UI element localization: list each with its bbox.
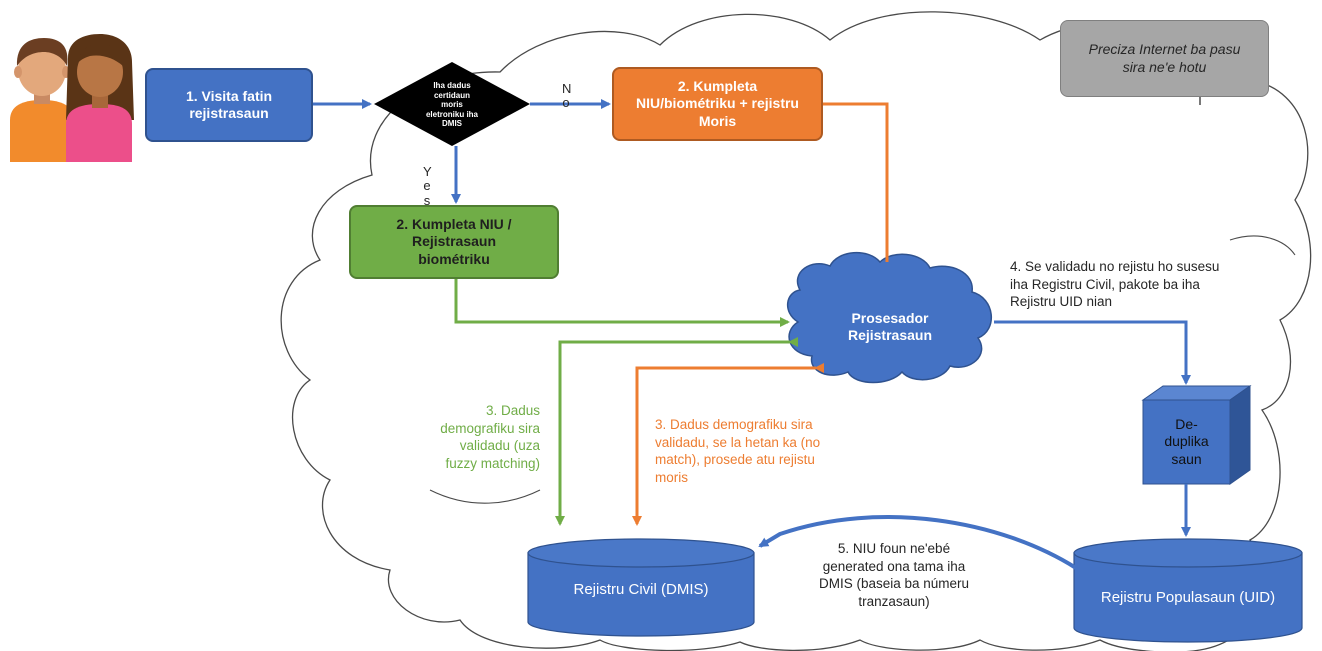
visit-box: 1. Visita fatin rejistrasaun xyxy=(145,68,313,142)
internet-note-box: Preciza Internet ba pasu sira ne'e hotu xyxy=(1060,20,1269,97)
step4-text: 4. Se validadu no rejistu ho susesu iha … xyxy=(1010,259,1220,310)
arrow-processor-to-dedup xyxy=(994,320,1191,385)
civil-db-label-wrap: Rejistru Civil (DMIS) xyxy=(528,570,754,610)
processor-label: Prosesador Rejistrasaun xyxy=(847,309,933,344)
step3-orange-annotation: 3. Dadus demografiku sira validadu, se l… xyxy=(655,416,840,486)
people-icon xyxy=(10,34,134,162)
civil-db-top xyxy=(527,538,755,568)
population-db-label-wrap: Rejistru Populasaun (UID) xyxy=(1074,570,1302,626)
civil-db-label: Rejistru Civil (DMIS) xyxy=(573,580,709,598)
population-db-body xyxy=(1073,552,1303,643)
arrow-population-to-civil xyxy=(758,515,1078,570)
cloud-inner-curve-2 xyxy=(1229,235,1296,256)
complete-orange-box: 2. Kumpleta NIU/biométriku + rejistru Mo… xyxy=(612,67,823,141)
step3-green-annotation: 3. Dadus demografiku sira validadu (uza … xyxy=(440,402,540,472)
internet-note-label: Preciza Internet ba pasu sira ne'e hotu xyxy=(1088,41,1241,75)
visit-label: 1. Visita fatin rejistrasaun xyxy=(185,87,273,122)
cloud-inner-curve-1 xyxy=(429,489,541,504)
dedup-cube-side xyxy=(1229,385,1251,485)
complete-orange-label: 2. Kumpleta NIU/biométriku + rejistru Mo… xyxy=(636,77,799,129)
branch-yes-text: Y e s xyxy=(423,164,432,208)
branch-yes-label: Y e s xyxy=(423,164,437,208)
processor-cloud-shape xyxy=(787,251,993,384)
complete-green-label: 2. Kumpleta NIU / Rejistrasaun biométrik… xyxy=(396,215,512,267)
population-db-label: Rejistru Populasaun (UID) xyxy=(1100,588,1276,606)
complete-green-box: 2. Kumpleta NIU / Rejistrasaun biométrik… xyxy=(349,205,559,279)
dedup-cube-front xyxy=(1142,399,1231,485)
branch-no-label: N o xyxy=(562,81,576,111)
step3-orange-text: 3. Dadus demografiku sira validadu, se l… xyxy=(655,417,821,485)
civil-db-body xyxy=(527,552,755,637)
arrow-civil-green-validation xyxy=(555,337,798,526)
arrow-civil-orange-validation xyxy=(632,363,824,526)
internet-cloud-outline xyxy=(280,11,1312,651)
step5-text: 5. NIU foun ne'ebé generated ona tama ih… xyxy=(818,541,970,609)
population-db-top xyxy=(1073,538,1303,568)
step4-annotation: 4. Se validadu no rejistu ho susesu iha … xyxy=(1010,258,1230,311)
connector-orange-to-processor xyxy=(823,102,889,262)
dedup-label: De-duplika saun xyxy=(1164,415,1209,467)
decision-diamond-shape xyxy=(374,62,530,146)
decision-label-wrap: Iha dadus certidaun moris eletroniku iha… xyxy=(405,70,499,140)
branch-no-text: N o xyxy=(562,81,572,111)
step5-annotation: 5. NIU foun ne'ebé generated ona tama ih… xyxy=(808,540,980,610)
step3-green-text: 3. Dadus demografiku sira validadu (uza … xyxy=(440,403,540,471)
processor-label-wrap: Prosesador Rejistrasaun xyxy=(800,292,980,362)
arrow-green-to-processor xyxy=(454,279,790,327)
decision-label: Iha dadus certidaun moris eletroniku iha… xyxy=(425,81,478,129)
dedup-label-wrap: De-duplika saun xyxy=(1143,400,1230,484)
